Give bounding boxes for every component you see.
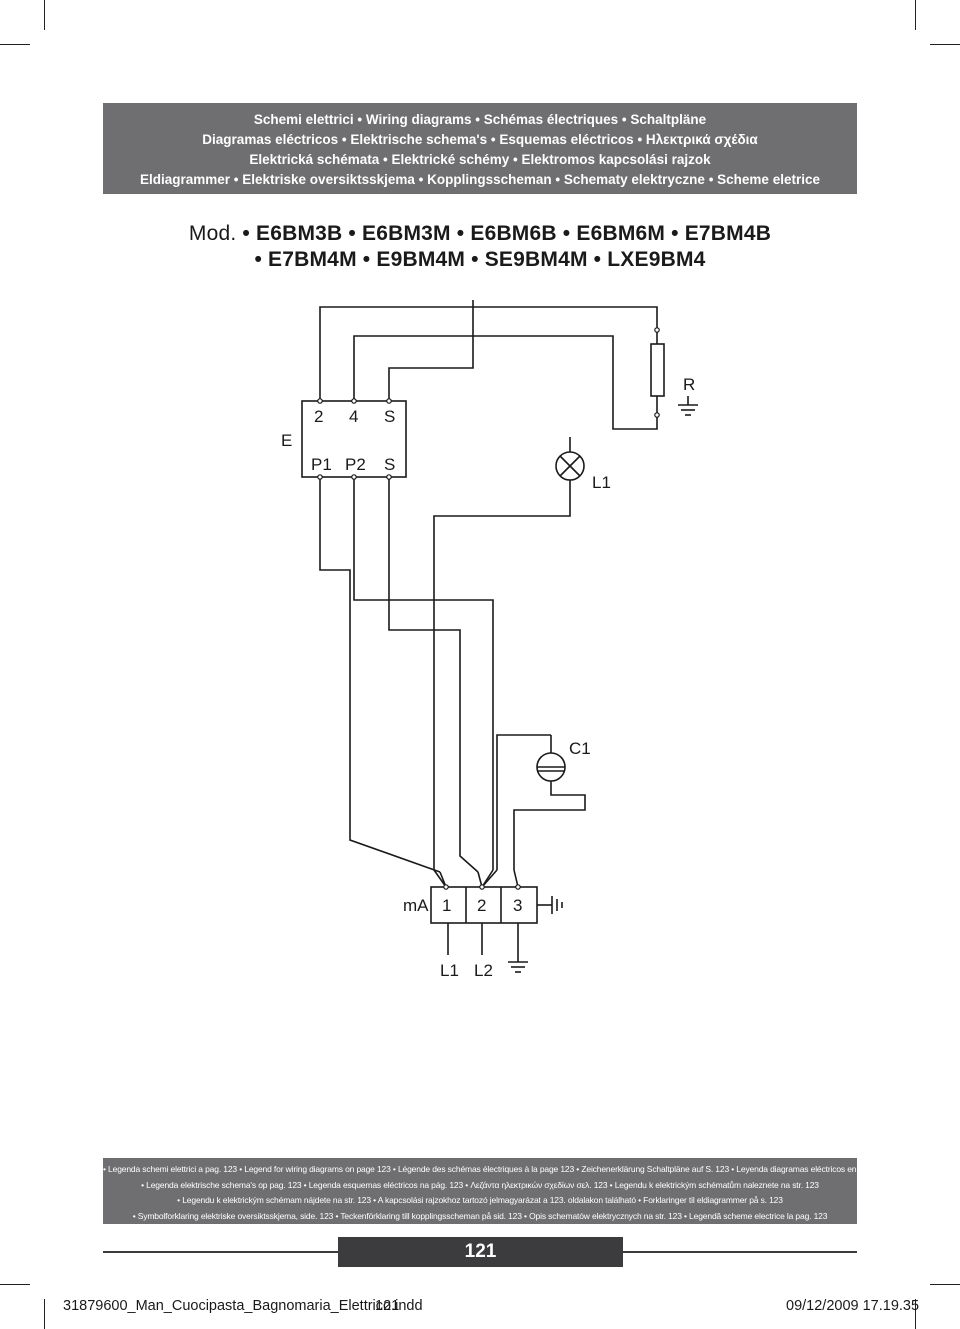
label-terminal-1: 1 (442, 896, 451, 915)
label-terminal-2: 2 (477, 896, 486, 915)
model-prefix: Mod. (188, 222, 237, 245)
page-number: 121 (338, 1237, 623, 1267)
resistor-r (650, 343, 665, 397)
label-l1: L1 (440, 961, 459, 980)
wire (319, 306, 658, 401)
header-line: Diagramas eléctricos • Elektrische schem… (202, 132, 758, 147)
legend-line: • Legenda schemi elettrici a pag. 123 • … (103, 1164, 900, 1174)
wire (353, 477, 494, 870)
header-line: Schemi elettrici • Wiring diagrams • Sch… (253, 112, 707, 127)
crop-mark (915, 0, 916, 30)
crop-mark (930, 1284, 960, 1285)
crop-mark (0, 1284, 30, 1285)
wire (388, 300, 474, 401)
model-list-1: • E6BM3B • E6BM3M • E6BM6B • E6BM6M • E7… (242, 222, 772, 245)
label-4: 4 (349, 407, 358, 426)
label-l1-lamp: L1 (592, 473, 611, 492)
crop-mark (915, 1299, 916, 1329)
wire (353, 335, 658, 430)
label-p2: P2 (345, 455, 366, 474)
crop-mark (44, 0, 45, 30)
label-e: E (281, 431, 292, 450)
label-s-bottom: S (384, 455, 395, 474)
label-ma: mA (403, 896, 429, 915)
model-line-1: Mod. • E6BM3B • E6BM3M • E6BM6B • E6BM6M… (0, 222, 960, 246)
label-2: 2 (314, 407, 323, 426)
footer-page: 121 (375, 1298, 400, 1314)
header-line: Elektrická schémata • Elektrické schémy … (249, 152, 711, 167)
legend-line: • Legendu k elektrickým schémam nájdete … (177, 1195, 783, 1206)
label-p1: P1 (311, 455, 332, 474)
label-c1: C1 (569, 739, 591, 758)
crop-mark (0, 44, 30, 45)
crop-mark (44, 1299, 45, 1329)
legend-line: • Symbolforklaring elektriske oversiktss… (132, 1210, 828, 1221)
model-line-2: • E7BM4M • E9BM4M • SE9BM4M • LXE9BM4 (0, 248, 960, 272)
footer-filename: 31879600_Man_Cuocipasta_Bagnomaria_Elett… (63, 1298, 423, 1314)
label-r: R (683, 375, 695, 394)
wire (388, 477, 479, 873)
legend-line: • Legenda elektrische schema's op pag. 1… (141, 1179, 819, 1190)
legend-band: • Legenda schemi elettrici a pag. 123 • … (103, 1158, 900, 1224)
header-band: Schemi elettrici • Wiring diagrams • Sch… (103, 103, 857, 194)
crop-mark (930, 44, 960, 45)
label-l2: L2 (474, 961, 493, 980)
label-terminal-3: 3 (513, 896, 522, 915)
model-list-2: • E7BM4M • E9BM4M • SE9BM4M • LXE9BM4 (254, 248, 706, 271)
footer-datetime: 09/12/2009 17.19.35 (786, 1298, 920, 1314)
label-s-top: S (384, 407, 395, 426)
header-line: Eldiagrammer • Elektriske oversiktsskjem… (140, 172, 820, 187)
wire (319, 477, 441, 873)
